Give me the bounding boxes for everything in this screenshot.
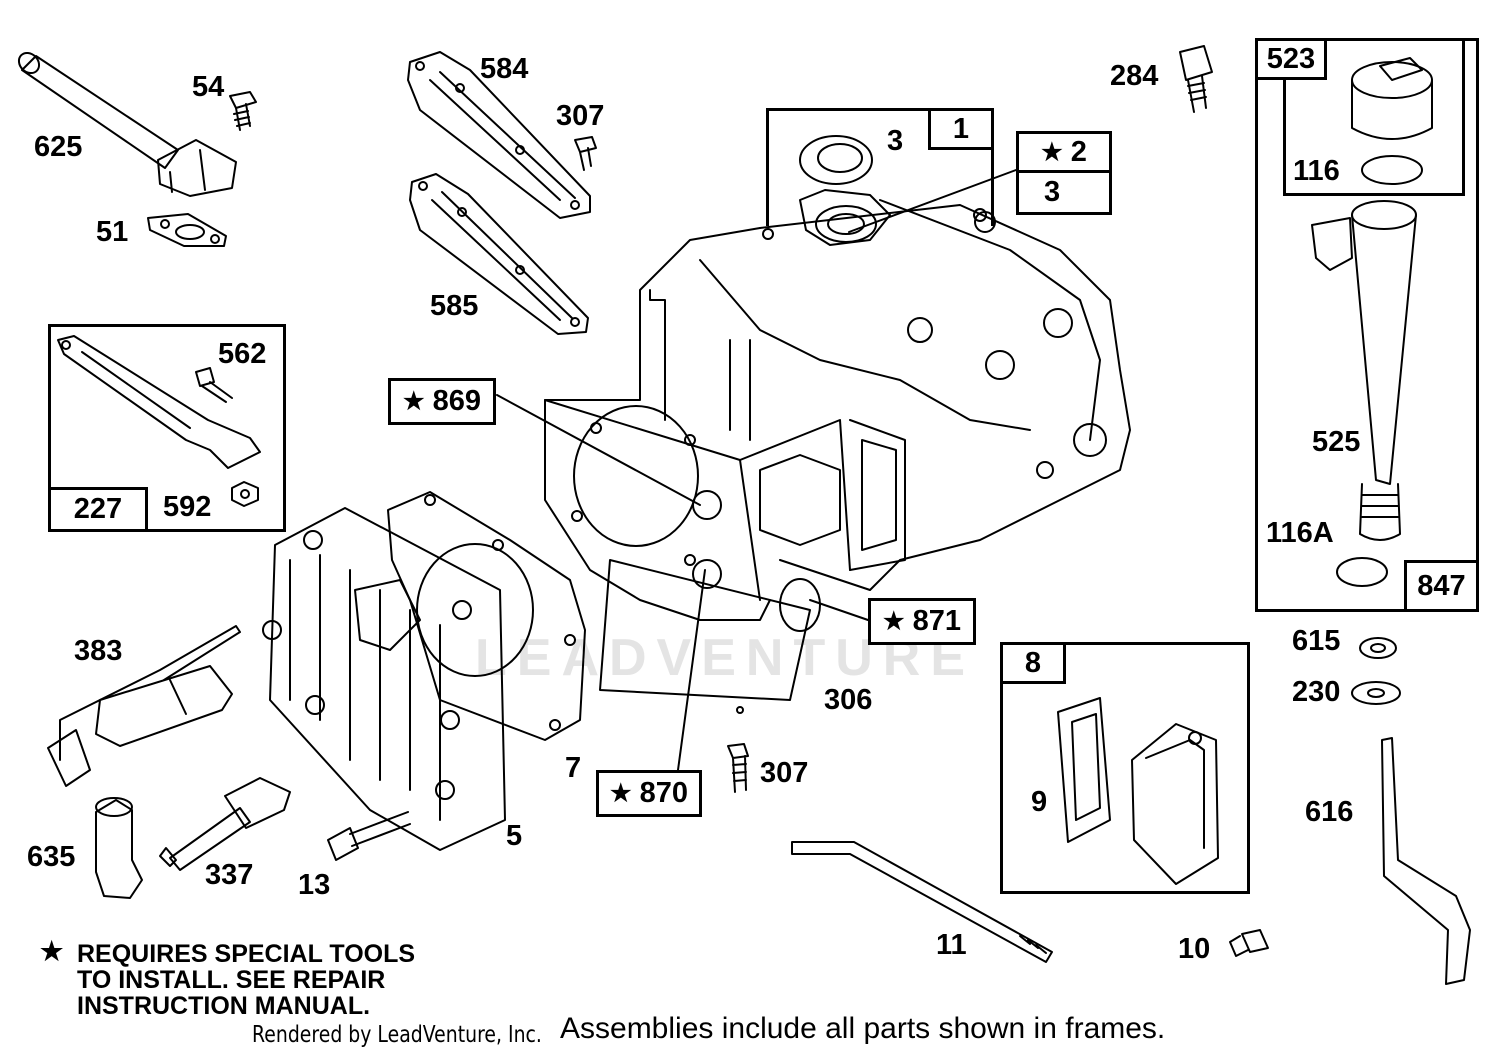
callout-523: 523 bbox=[1255, 38, 1327, 80]
rendered-by-credit: Rendered by LeadVenture, Inc. bbox=[252, 1022, 542, 1048]
part-13-bolt bbox=[327, 811, 411, 861]
label-7: 7 bbox=[565, 752, 582, 784]
part-383-tube bbox=[47, 625, 241, 787]
part-307-bolt-lower bbox=[727, 743, 749, 793]
part-625-tube bbox=[17, 51, 237, 197]
label-230: 230 bbox=[1292, 676, 1341, 708]
part-116-oring bbox=[1361, 155, 1423, 185]
part-616-link bbox=[1381, 737, 1471, 985]
frame-227 bbox=[48, 324, 286, 532]
note-line-2: TO INSTALL. SEE REPAIR bbox=[77, 966, 386, 994]
label-51: 51 bbox=[96, 216, 129, 248]
part-54-screw bbox=[229, 91, 257, 131]
label-525: 525 bbox=[1312, 426, 1361, 458]
callout-870: ★870 bbox=[596, 770, 702, 817]
note-line-1: REQUIRES SPECIAL TOOLS bbox=[77, 940, 416, 968]
assemblies-note: Assemblies include all parts shown in fr… bbox=[560, 1012, 1166, 1045]
part-227-governor bbox=[57, 335, 261, 507]
label-9: 9 bbox=[1031, 786, 1048, 818]
part-523-cap bbox=[1351, 57, 1433, 140]
label-13: 13 bbox=[298, 869, 331, 901]
part-8-cover bbox=[1131, 723, 1219, 885]
label-5: 5 bbox=[506, 820, 523, 852]
engine-block bbox=[544, 189, 1131, 714]
special-tools-note: ★ REQUIRES SPECIAL TOOLS TO INSTALL. SEE… bbox=[40, 936, 416, 1020]
star-icon: ★ bbox=[40, 936, 64, 966]
label-562: 562 bbox=[218, 338, 267, 370]
part-11-rod bbox=[791, 841, 1053, 963]
label-615: 615 bbox=[1292, 625, 1341, 657]
part-10-screw bbox=[1229, 929, 1269, 957]
part-230-washer bbox=[1351, 681, 1401, 705]
note-line-3: INSTRUCTION MANUAL. bbox=[77, 992, 371, 1020]
part-5-cylinder-head bbox=[262, 507, 506, 851]
frame-1 bbox=[766, 108, 994, 226]
leader-lines bbox=[496, 169, 1017, 771]
part-585-gasket bbox=[409, 173, 589, 335]
label-337: 337 bbox=[205, 859, 254, 891]
label-284: 284 bbox=[1110, 60, 1159, 92]
part-615-nut bbox=[1359, 637, 1397, 659]
label-11: 11 bbox=[936, 929, 967, 961]
label-635: 635 bbox=[27, 841, 76, 873]
label-585: 585 bbox=[430, 290, 479, 322]
label-584: 584 bbox=[480, 53, 529, 85]
label-592: 592 bbox=[163, 491, 212, 523]
label-625: 625 bbox=[34, 131, 83, 163]
label-616: 616 bbox=[1305, 796, 1354, 828]
label-306: 306 bbox=[824, 684, 873, 716]
part-307-bolt-top bbox=[574, 136, 597, 171]
callout-869: ★869 bbox=[388, 378, 496, 425]
callout-871: ★871 bbox=[868, 598, 976, 645]
part-116A-oring bbox=[1336, 557, 1388, 587]
frame-847 bbox=[1255, 38, 1479, 612]
part-337-spark-plug bbox=[159, 777, 291, 871]
callout-8: 8 bbox=[1000, 642, 1066, 684]
label-307-top: 307 bbox=[556, 100, 605, 132]
label-3-frame: 3 bbox=[1044, 176, 1061, 208]
frame-8 bbox=[1000, 642, 1250, 894]
part-635-boot bbox=[95, 797, 143, 899]
label-3-seal: 3 bbox=[887, 125, 904, 157]
part-3-seal bbox=[799, 135, 873, 185]
callout-1: 1 bbox=[928, 108, 994, 150]
part-584-cover bbox=[407, 51, 591, 219]
callout-847: 847 bbox=[1404, 560, 1479, 612]
part-9-gasket bbox=[1057, 697, 1111, 843]
callout-2: ★2 bbox=[1016, 131, 1112, 173]
label-116: 116 bbox=[1293, 155, 1340, 187]
label-54: 54 bbox=[192, 71, 225, 103]
label-10: 10 bbox=[1178, 933, 1211, 965]
label-307-lower: 307 bbox=[760, 757, 809, 789]
label-116A: 116A bbox=[1266, 517, 1334, 549]
part-284-bolt bbox=[1179, 45, 1213, 113]
part-525-dipstick-tube bbox=[1311, 200, 1417, 541]
part-51-gasket bbox=[147, 213, 227, 247]
callout-227: 227 bbox=[48, 487, 148, 532]
label-383: 383 bbox=[74, 635, 123, 667]
